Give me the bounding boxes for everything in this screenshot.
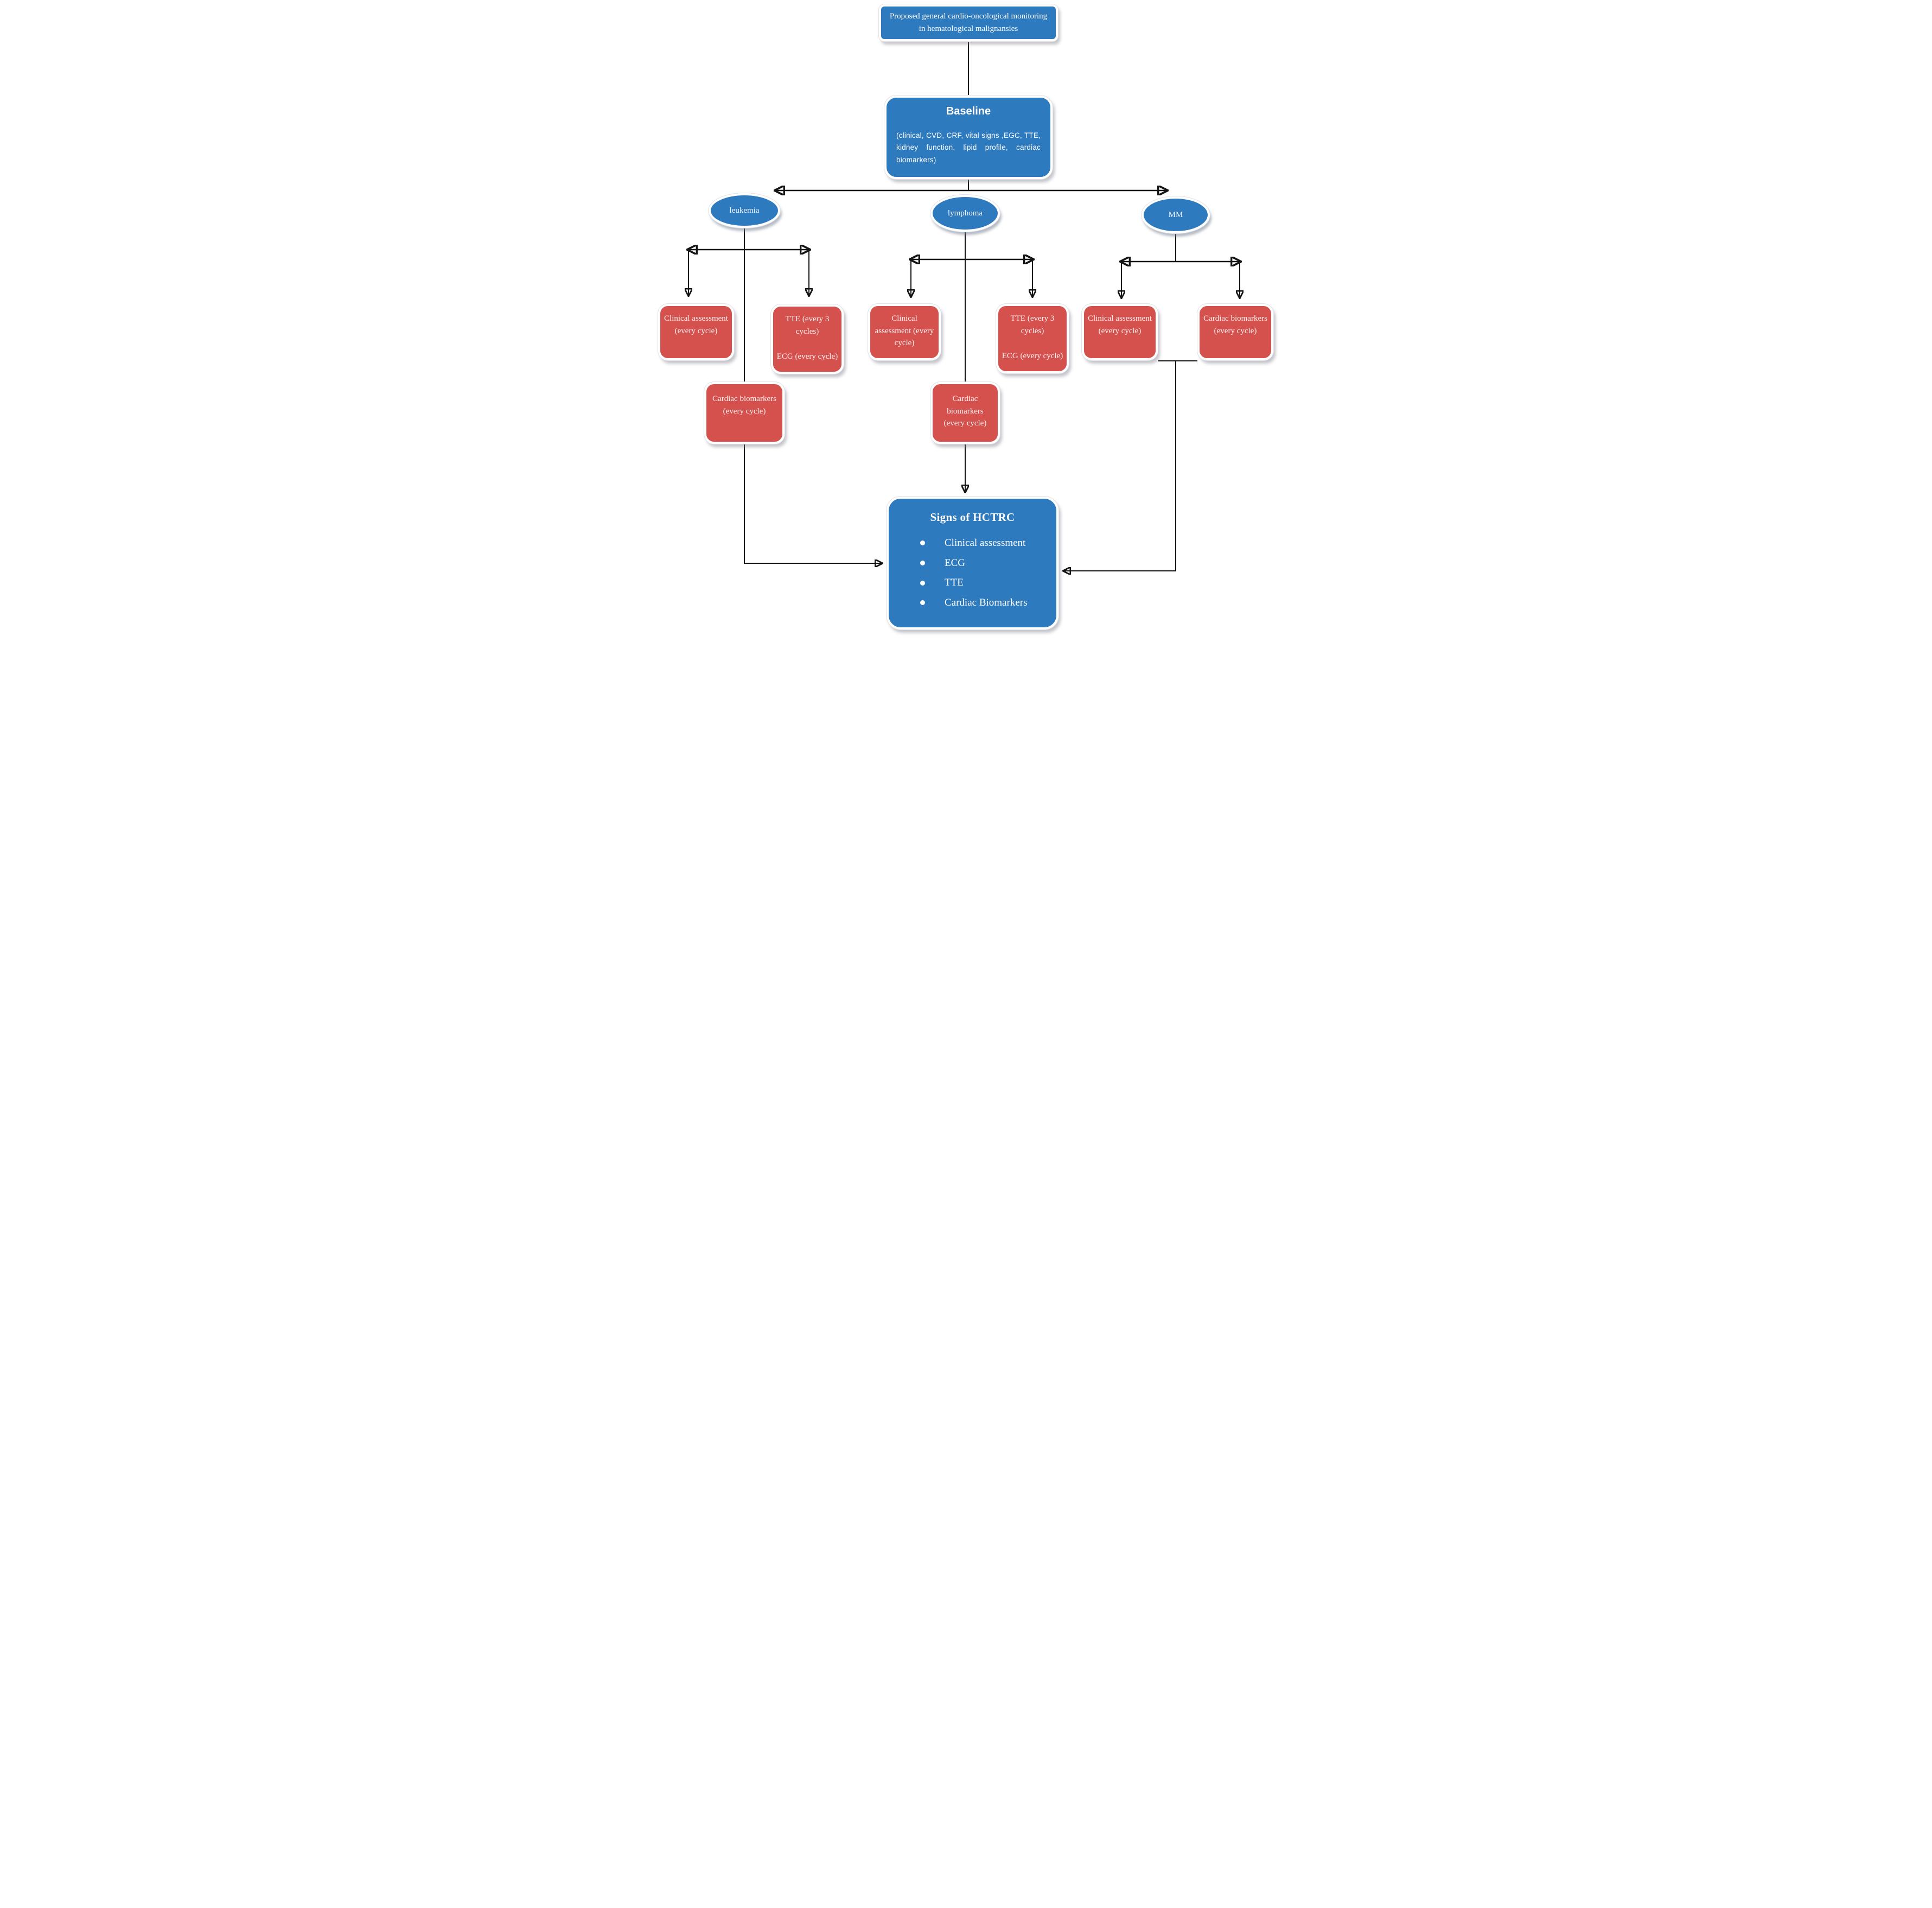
flowchart-canvas: Proposed general cardio-oncological moni… (644, 0, 1288, 636)
signs-item-clinical-assessment: Clinical assessment (945, 537, 1026, 549)
leukemia-cardiac-label: Cardiac biomarkers (every cycle) (712, 395, 776, 416)
node-lymphoma: lymphoma (930, 195, 1000, 232)
signs-bullet-list: Clinical assessment ECG TTE Cardiac Biom… (898, 536, 1047, 610)
list-item: Clinical assessment (920, 536, 1047, 550)
bullet-dot-icon (920, 540, 925, 546)
connector-mm-to-signs (1064, 361, 1176, 571)
connector-leukemia-cardiac-to-signs (744, 444, 882, 563)
list-item: TTE (920, 576, 1047, 590)
connector-layer (644, 41, 1288, 636)
lymphoma-clinical-label: Clinical assessment (every cycle) (875, 314, 934, 347)
node-proposed-monitoring: Proposed general cardio-oncological moni… (879, 4, 1058, 41)
leukemia-label: leukemia (729, 206, 760, 215)
node-leukemia-tte-ecg: TTE (every 3 cycles) ECG (every cycle) (771, 304, 844, 374)
bullet-dot-icon (920, 560, 925, 565)
node-mm-clinical-assessment: Clinical assessment (every cycle) (1082, 304, 1158, 360)
lymphoma-ecg-label: ECG (every cycle) (1002, 352, 1063, 360)
signs-item-ecg: ECG (945, 557, 965, 569)
node-lymphoma-clinical-assessment: Clinical assessment (every cycle) (868, 304, 941, 360)
mm-label: MM (1168, 210, 1183, 219)
bullet-dot-icon (920, 600, 925, 606)
node-leukemia-cardiac-biomarkers: Cardiac biomarkers (every cycle) (704, 382, 785, 444)
proposed-monitoring-label: Proposed general cardio-oncological moni… (889, 11, 1048, 33)
lymphoma-tte-label: TTE (every 3 cycles) (1010, 314, 1055, 335)
node-leukemia-clinical-assessment: Clinical assessment (every cycle) (658, 304, 734, 360)
node-lymphoma-tte-ecg: TTE (every 3 cycles) ECG (every cycle) (996, 304, 1069, 373)
mm-cardiac-label: Cardiac biomarkers (every cycle) (1203, 314, 1267, 335)
lymphoma-label: lymphoma (947, 208, 983, 218)
node-leukemia: leukemia (709, 193, 780, 228)
node-lymphoma-cardiac-biomarkers: Cardiac biomarkers (every cycle) (930, 382, 1000, 444)
mm-clinical-label: Clinical assessment (every cycle) (1088, 314, 1152, 335)
node-mm: MM (1142, 196, 1210, 233)
node-signs-of-hctrc: Signs of HCTRC Clinical assessment ECG T… (887, 497, 1059, 629)
node-baseline: Baseline (clinical, CVD, CRF, vital sign… (884, 96, 1053, 179)
signs-title: Signs of HCTRC (930, 511, 1015, 524)
leukemia-ecg-label: ECG (every cycle) (776, 352, 838, 361)
signs-item-cardiac-biomarkers: Cardiac Biomarkers (945, 596, 1028, 608)
baseline-details: (clinical, CVD, CRF, vital signs ,EGC, T… (896, 131, 1041, 164)
leukemia-tte-label: TTE (every 3 cycles) (785, 315, 830, 336)
leukemia-clinical-label: Clinical assessment (every cycle) (664, 314, 728, 335)
baseline-title: Baseline (946, 105, 991, 117)
list-item: Cardiac Biomarkers (920, 596, 1047, 610)
signs-item-tte: TTE (945, 577, 964, 589)
list-item: ECG (920, 556, 1047, 570)
bullet-dot-icon (920, 580, 925, 586)
node-mm-cardiac-biomarkers: Cardiac biomarkers (every cycle) (1197, 304, 1273, 360)
lymphoma-cardiac-label: Cardiac biomarkers (every cycle) (943, 395, 987, 428)
